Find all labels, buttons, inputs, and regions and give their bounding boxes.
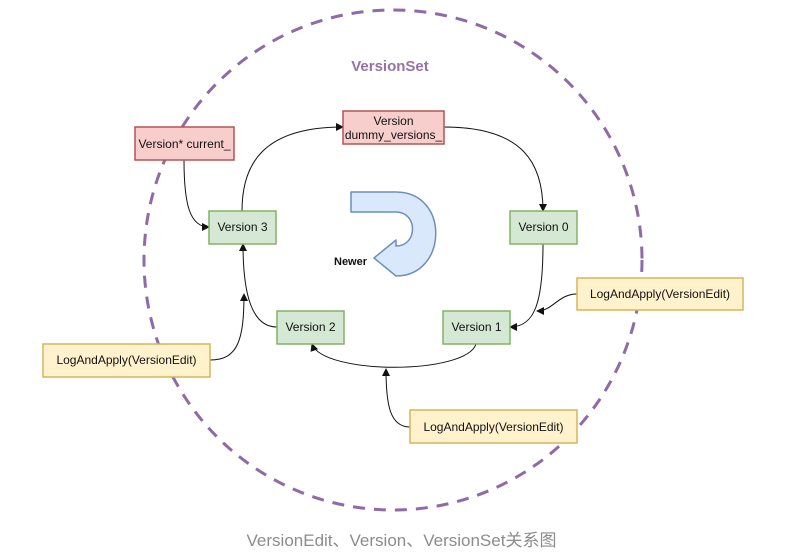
versionset-title: VersionSet (351, 58, 429, 75)
logandapply-bottom-node: LogAndApply(VersionEdit) (409, 409, 578, 444)
logandapply-right-label: LogAndApply(VersionEdit) (590, 287, 730, 301)
connector-logapply-right (536, 293, 578, 315)
newer-direction-arrow (350, 191, 437, 277)
connector-v1-v2 (310, 336, 482, 368)
current-pointer-node: Version* current_ (134, 126, 235, 161)
logandapply-bottom-label: LogAndApply(VersionEdit) (423, 420, 563, 434)
connector-current-v3 (183, 159, 210, 231)
dummy-versions-node: Version dummy_versions_ (342, 110, 445, 145)
connector-dummy-v0 (436, 122, 547, 212)
connectors (183, 122, 578, 428)
logandapply-left-label: LogAndApply(VersionEdit) (56, 353, 196, 367)
version-2-node: Version 2 (276, 310, 345, 345)
version-3-label: Version 3 (217, 220, 267, 234)
newer-label: Newer (334, 256, 368, 268)
figure-caption: VersionEdit、Version、VersionSet关系图 (246, 531, 557, 550)
dummy-versions-name: dummy_versions_ (345, 128, 443, 142)
logandapply-right-node: LogAndApply(VersionEdit) (576, 277, 744, 311)
connector-v3-dummy (237, 123, 344, 219)
connector-logapply-left (209, 293, 248, 361)
dummy-versions-type: Version (373, 114, 413, 128)
version-0-label: Version 0 (518, 220, 568, 234)
logandapply-left-node: LogAndApply(VersionEdit) (42, 343, 211, 378)
current-pointer-label: Version* current_ (138, 137, 230, 151)
connector-v0-v1 (509, 236, 548, 331)
version-3-node: Version 3 (208, 210, 277, 245)
version-0-node: Version 0 (509, 210, 578, 245)
version-2-label: Version 2 (285, 320, 335, 334)
connector-logapply-bottom (382, 368, 411, 428)
versionset-boundary (142, 8, 644, 512)
connector-v2-v3 (239, 243, 285, 332)
version-1-node: Version 1 (442, 310, 511, 345)
version-1-label: Version 1 (451, 320, 501, 334)
